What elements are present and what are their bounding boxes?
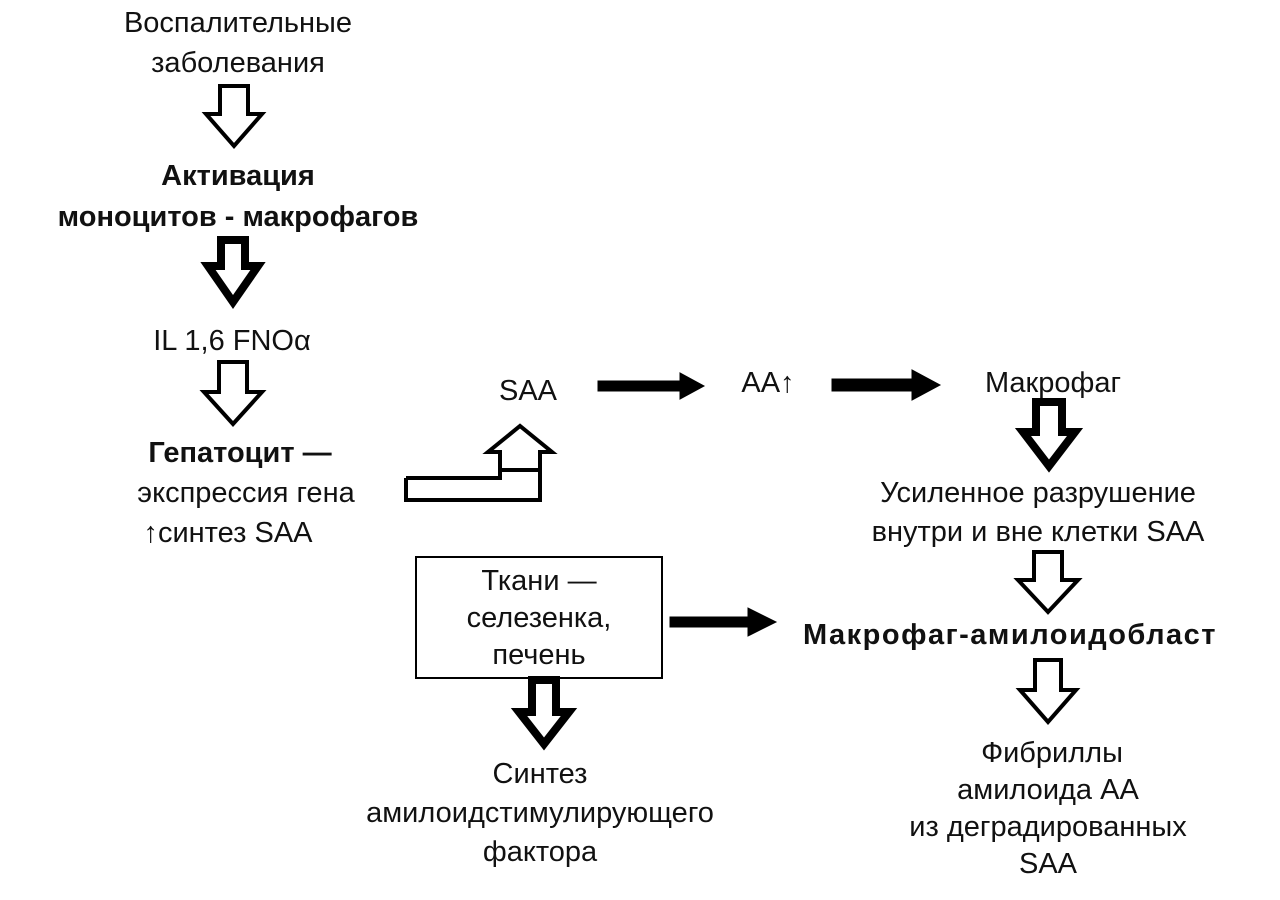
node-degradation-line1: Усиленное разрушение	[880, 477, 1196, 509]
node-fibrils-line4: SAA	[1019, 848, 1078, 880]
node-stimulating-line3: фактора	[483, 836, 598, 868]
arrow-down-macrophage-icon	[1014, 398, 1084, 473]
node-tissues-line2: селезенка,	[467, 602, 612, 634]
arrow-up-saa-icon	[482, 423, 558, 472]
node-saa: SAA	[499, 375, 558, 407]
node-tissues-line1: Ткани —	[481, 565, 596, 597]
node-fibrils-line1: Фибриллы	[981, 737, 1123, 769]
node-hepatocyte-line3: ↑синтез SAA	[143, 517, 313, 549]
node-aa: АА↑	[741, 367, 794, 399]
node-cytokines: IL 1,6 FNOα	[153, 325, 311, 357]
tissues-frame	[415, 556, 663, 679]
arrow-down-2-icon	[200, 236, 266, 310]
arrow-right-tissues-amyloidoblast-icon	[669, 607, 778, 637]
node-fibrils-line3: из деградированных	[909, 811, 1187, 843]
node-inflammatory-diseases: Воспалительные заболевания	[124, 7, 352, 79]
arrow-down-3-icon	[199, 360, 267, 427]
arrow-down-1-icon	[201, 84, 267, 150]
connector-line-outer	[404, 470, 542, 502]
node-fibrils: Фибриллы амилоида АА из деградированных …	[909, 737, 1187, 880]
node-tissues-box: Ткани — селезенка, печень	[415, 556, 663, 679]
arrow-down-tissues-icon	[510, 676, 578, 751]
node-inflammatory-line2: заболевания	[151, 47, 325, 79]
node-tissues-line3: печень	[492, 639, 585, 671]
node-stimulating-factor: Синтез амилоидстимулирующего фактора	[366, 758, 714, 868]
node-activation: Активация моноцитов - макрофагов	[58, 160, 419, 233]
node-fibrils-line2: амилоида АА	[957, 774, 1139, 806]
node-hepatocyte-line2: экспрессия гена	[137, 477, 355, 509]
connector-line-inner	[406, 470, 502, 480]
node-hepatocyte-line1: Гепатоцит —	[148, 437, 331, 469]
node-amyloidoblast: Макрофаг-амилоидобласт	[803, 619, 1217, 651]
arrow-down-amyloidoblast-icon	[1015, 658, 1081, 726]
node-degradation-line2: внутри и вне клетки SAA	[872, 516, 1205, 548]
arrow-right-saa-aa-icon	[597, 372, 706, 400]
arrow-down-degradation-icon	[1013, 550, 1083, 615]
node-activation-line1: Активация	[161, 160, 315, 192]
node-stimulating-line1: Синтез	[493, 758, 588, 790]
node-stimulating-line2: амилоидстимулирующего	[366, 797, 714, 829]
arrow-right-aa-macrophage-icon	[831, 369, 942, 401]
node-activation-line2: моноцитов - макрофагов	[58, 201, 419, 233]
node-hepatocyte: Гепатоцит — экспрессия гена ↑синтез SAA	[137, 437, 355, 549]
node-degradation: Усиленное разрушение внутри и вне клетки…	[872, 477, 1205, 548]
connector-hepatocyte-to-saa	[404, 423, 558, 502]
node-inflammatory-line1: Воспалительные	[124, 7, 352, 39]
node-macrophage: Макрофаг	[985, 367, 1121, 399]
